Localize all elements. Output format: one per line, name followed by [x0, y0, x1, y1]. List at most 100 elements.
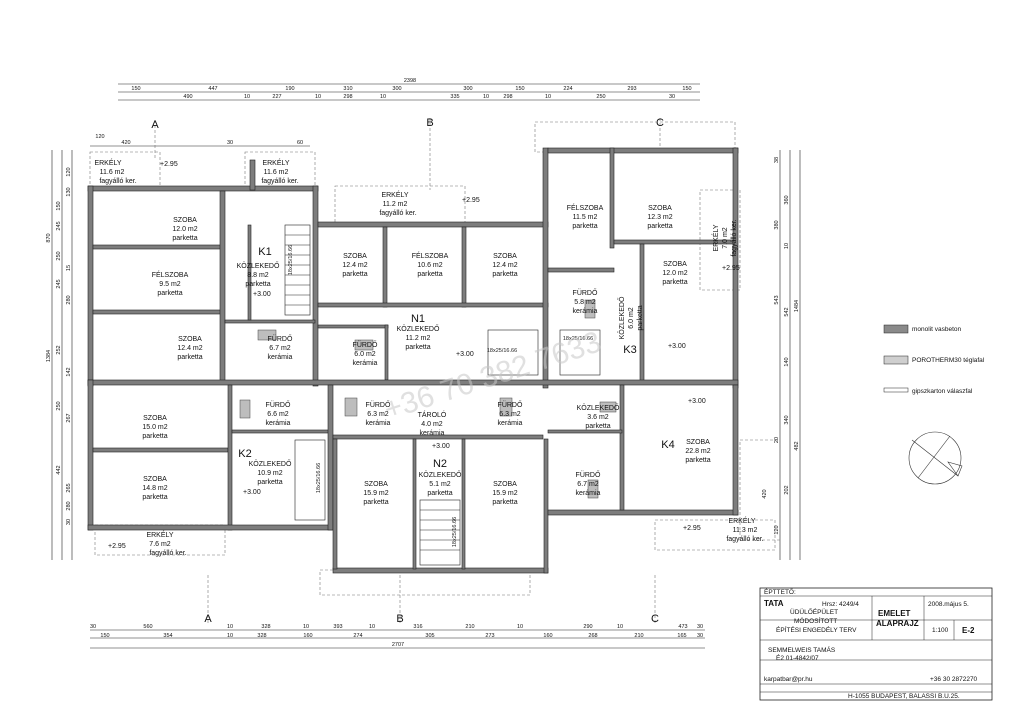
svg-text:kerámia: kerámia — [420, 430, 445, 437]
svg-text:265: 265 — [66, 483, 72, 492]
svg-text:10: 10 — [315, 94, 321, 100]
room-k3-erkely: ERKÉLY 7.0 m2 fagyálló ker. — [711, 219, 738, 256]
bottom-dimensions: 30 560 10 328 10 393 10 316 210 10 290 1… — [90, 624, 705, 649]
legend-swatch-concrete — [883, 324, 909, 334]
svg-text:130: 130 — [66, 187, 72, 196]
section-a-top: A — [151, 119, 159, 131]
room-n1-szoba-2: SZOBA 12.4 m2 parketta — [492, 253, 517, 278]
room-k3-szoba-1: SZOBA 12.3 m2 parketta — [647, 205, 672, 230]
svg-text:parketta: parketta — [492, 271, 517, 278]
svg-text:10.9 m2: 10.9 m2 — [257, 470, 282, 477]
svg-text:parketta: parketta — [342, 271, 367, 278]
tb-designer: SEMMELWEIS TAMÁS — [768, 645, 836, 654]
svg-text:354: 354 — [163, 633, 172, 639]
svg-text:5.1 m2: 5.1 m2 — [429, 481, 451, 488]
svg-text:150: 150 — [100, 633, 109, 639]
room-k4-kozlekedo: KÖZLEKEDŐ 3.6 m2 parketta — [577, 403, 620, 430]
svg-text:fagyálló ker.: fagyálló ker. — [149, 550, 186, 557]
svg-text:parketta: parketta — [157, 290, 182, 297]
svg-text:6.0 m2: 6.0 m2 — [628, 307, 635, 329]
svg-text:10: 10 — [545, 94, 551, 100]
section-b-top: B — [426, 117, 433, 129]
svg-text:340: 340 — [784, 415, 790, 424]
stair-ratios: 18x25/16.66 18x25/16.66 18x25/16.66 18x2… — [288, 245, 593, 547]
svg-text:11.6 m2: 11.6 m2 — [100, 169, 125, 176]
unit-n1: N1 — [411, 313, 425, 325]
svg-text:560: 560 — [143, 624, 152, 630]
svg-text:7.0 m2: 7.0 m2 — [722, 227, 729, 249]
room-k2-szoba-1: SZOBA 15.0 m2 parketta — [142, 415, 167, 440]
svg-text:274: 274 — [353, 633, 362, 639]
svg-text:10.6 m2: 10.6 m2 — [417, 262, 442, 269]
svg-text:290: 290 — [583, 624, 592, 630]
section-b-bottom: B — [396, 613, 403, 625]
svg-text:305: 305 — [425, 633, 434, 639]
legend-label: POROTHERM30 téglafal — [912, 357, 985, 364]
svg-text:268: 268 — [588, 633, 597, 639]
svg-text:SZOBA: SZOBA — [663, 261, 687, 268]
room-k3-szoba-2: SZOBA 12.0 m2 parketta — [662, 261, 687, 286]
svg-text:11.3 m2: 11.3 m2 — [733, 527, 758, 534]
section-a-bottom: A — [204, 613, 212, 625]
svg-text:38: 38 — [774, 157, 780, 163]
svg-text:10: 10 — [303, 624, 309, 630]
svg-text:SZOBA: SZOBA — [178, 336, 202, 343]
tb-city: TATA — [764, 599, 784, 608]
svg-text:30: 30 — [66, 519, 72, 525]
svg-text:8.8 m2: 8.8 m2 — [247, 272, 269, 279]
svg-text:TÁROLÓ: TÁROLÓ — [418, 410, 447, 419]
svg-text:6.7 m2: 6.7 m2 — [577, 481, 599, 488]
svg-text:12.0 m2: 12.0 m2 — [662, 270, 687, 277]
svg-text:10: 10 — [483, 94, 489, 100]
svg-text:300: 300 — [392, 86, 401, 92]
svg-text:10: 10 — [784, 243, 790, 249]
svg-text:9.5 m2: 9.5 m2 — [159, 281, 181, 288]
svg-text:30: 30 — [697, 624, 703, 630]
svg-text:15.0 m2: 15.0 m2 — [142, 424, 167, 431]
svg-text:3.6 m2: 3.6 m2 — [587, 414, 609, 421]
unit-k3: K3 — [623, 344, 636, 356]
level-marker: +3.00 — [456, 351, 474, 358]
svg-text:273: 273 — [485, 633, 494, 639]
svg-text:ERKÉLY: ERKÉLY — [381, 190, 408, 199]
svg-text:120: 120 — [95, 134, 104, 140]
svg-text:120: 120 — [774, 525, 780, 534]
svg-text:6.6 m2: 6.6 m2 — [267, 411, 289, 418]
svg-text:SZOBA: SZOBA — [648, 205, 672, 212]
tb-date: 2008.május 5. — [928, 601, 969, 608]
legend: monolit vasbeton POROTHERM30 téglafal gi… — [883, 324, 985, 395]
tb-license: É2 01-4842/07 — [776, 653, 819, 662]
svg-text:parketta: parketta — [492, 499, 517, 506]
room-k1-kozlekedo: KÖZLEKEDŐ 8.8 m2 parketta — [237, 261, 280, 288]
svg-text:ERKÉLY: ERKÉLY — [711, 224, 720, 251]
svg-text:parketta: parketta — [417, 271, 442, 278]
svg-text:447: 447 — [208, 86, 217, 92]
unit-n2: N2 — [433, 458, 447, 470]
svg-text:parketta: parketta — [257, 479, 282, 486]
svg-text:30: 30 — [90, 624, 96, 630]
svg-text:kerámia: kerámia — [353, 360, 378, 367]
svg-text:380: 380 — [774, 220, 780, 229]
svg-text:300: 300 — [463, 86, 472, 92]
svg-text:6.3 m2: 6.3 m2 — [499, 411, 521, 418]
svg-text:250: 250 — [596, 94, 605, 100]
svg-text:12.0 m2: 12.0 m2 — [172, 226, 197, 233]
svg-text:252: 252 — [56, 345, 62, 354]
room-k2-erkely: ERKÉLY 7.6 m2 fagyálló ker. — [146, 530, 186, 557]
svg-text:parketta: parketta — [647, 223, 672, 230]
svg-text:ERKÉLY: ERKÉLY — [146, 530, 173, 539]
room-k2-kozlekedo: KÖZLEKEDŐ 10.9 m2 parketta — [249, 459, 292, 486]
svg-text:543: 543 — [774, 295, 780, 304]
room-k4-erkely: ERKÉLY 11.3 m2 fagyálló ker. — [726, 516, 763, 543]
level-marker: +2.95 — [462, 197, 480, 204]
unit-k1: K1 — [258, 246, 271, 258]
svg-text:310: 310 — [343, 86, 352, 92]
svg-text:542: 542 — [784, 307, 790, 316]
dim-total-top: 2398 — [404, 78, 416, 84]
room-n2-szoba-1: SZOBA 15.9 m2 parketta — [363, 481, 388, 506]
svg-text:fagyálló ker.: fagyálló ker. — [261, 178, 298, 185]
svg-text:30: 30 — [669, 94, 675, 100]
svg-text:150: 150 — [515, 86, 524, 92]
tb-line3: ÉPÍTÉSI ENGEDÉLY TERV — [776, 625, 857, 634]
